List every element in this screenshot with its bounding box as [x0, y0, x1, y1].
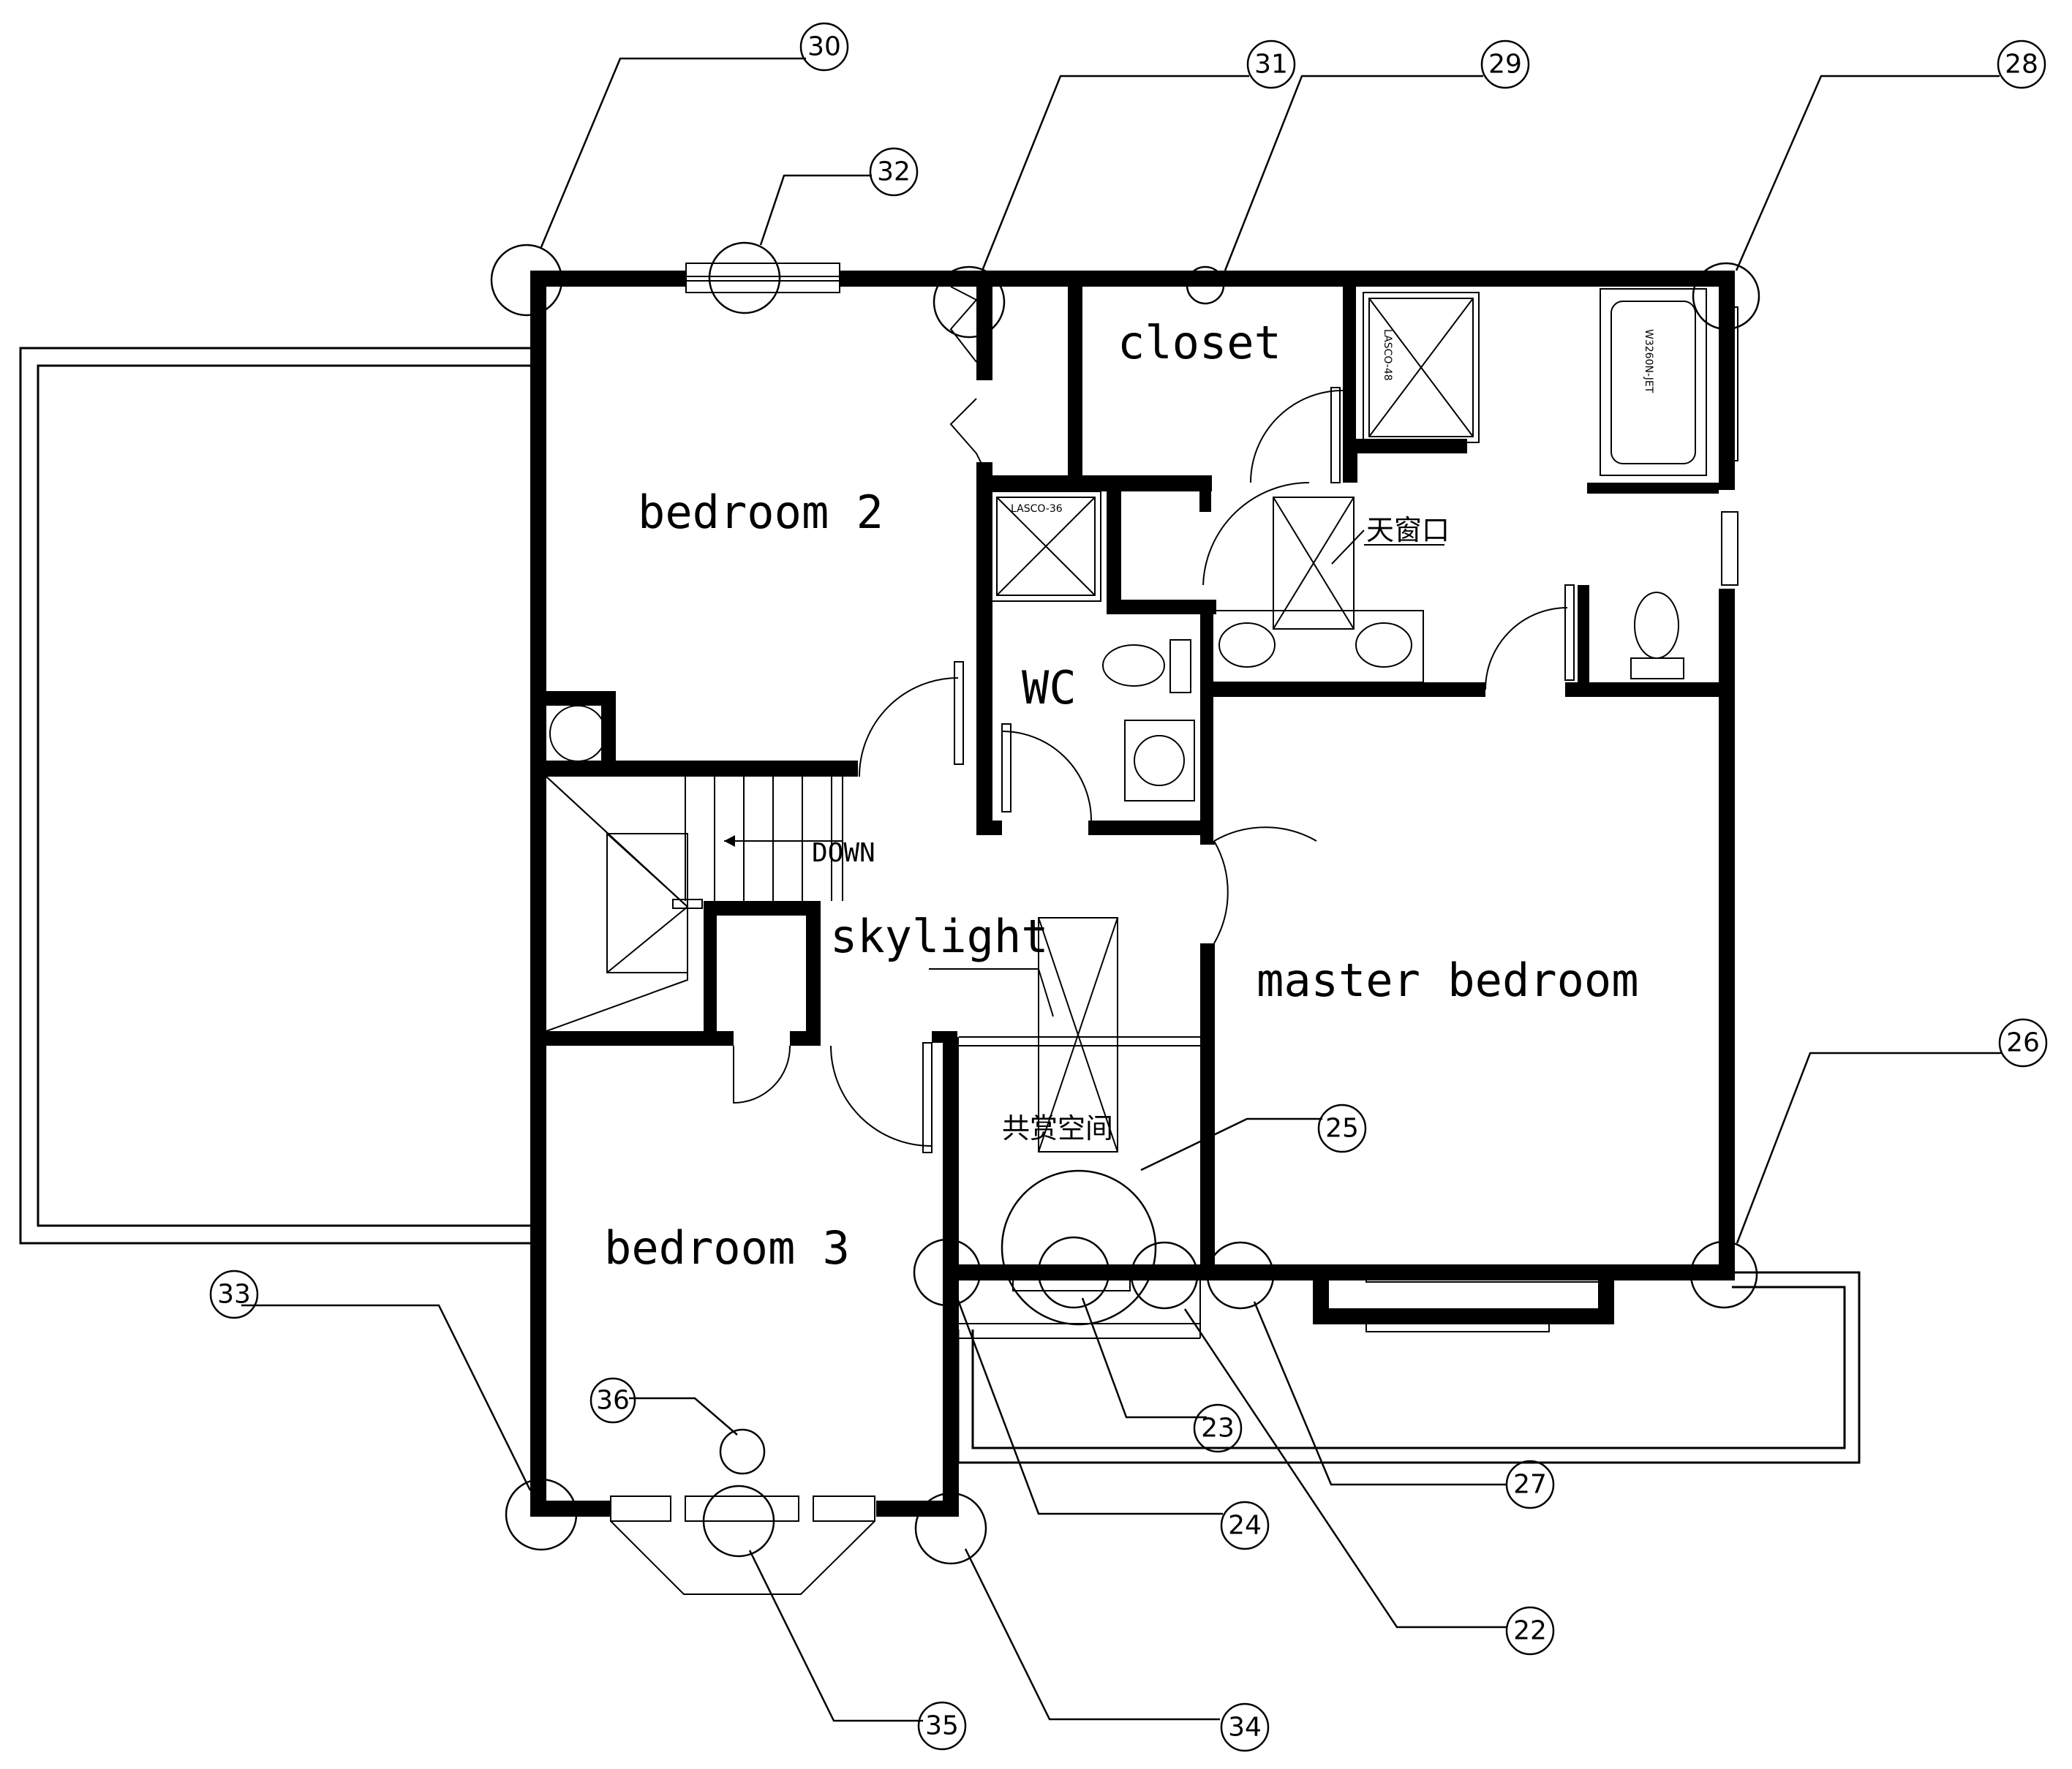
shared-space-cn-label: 共赏空间	[1002, 1112, 1113, 1144]
callout-34: 34	[1220, 1702, 1270, 1752]
bedroom-2-label: bedroom 2	[638, 486, 884, 539]
room-labels: bedroom 2 bedroom 3 master bedroom close…	[604, 316, 1639, 1275]
callout-29: 29	[1480, 39, 1530, 89]
svg-text:25: 25	[1325, 1114, 1359, 1144]
callout-bubbles: 30 32 31 29 28 25 26 23	[209, 22, 2048, 1752]
svg-text:34: 34	[1228, 1713, 1262, 1743]
bathtub-label: W3260N-JET	[1643, 329, 1654, 393]
master-shower-label: LASCO-48	[1382, 329, 1393, 381]
wc-shower-label: LASCO-36	[1011, 503, 1063, 515]
svg-text:24: 24	[1228, 1511, 1262, 1541]
closet-label: closet	[1118, 316, 1281, 369]
callout-leaders	[241, 57, 2001, 1722]
svg-text:29: 29	[1488, 50, 1522, 80]
callout-30: 30	[799, 22, 849, 72]
callout-31: 31	[1246, 39, 1296, 89]
svg-text:26: 26	[2006, 1028, 2040, 1058]
skylight-label: skylight	[830, 910, 1049, 963]
master-bedroom-label: master bedroom	[1257, 954, 1639, 1007]
callout-25: 25	[1317, 1104, 1367, 1153]
bedroom-3-label: bedroom 3	[604, 1221, 850, 1275]
chimney-circle	[549, 705, 606, 762]
svg-text:22: 22	[1513, 1616, 1547, 1646]
interior-walls	[530, 271, 1735, 1280]
callout-28: 28	[1997, 39, 2046, 89]
svg-text:30: 30	[807, 32, 841, 62]
doors	[733, 286, 1575, 1153]
callout-36: 36	[589, 1377, 636, 1424]
callout-33: 33	[209, 1270, 259, 1319]
exterior-walls	[530, 271, 1735, 1517]
callout-35: 35	[917, 1701, 967, 1751]
callout-markers	[490, 241, 1760, 1565]
svg-text:36: 36	[596, 1386, 630, 1416]
callout-32: 32	[869, 147, 919, 197]
skylight-cn-label: 天窗口	[1366, 514, 1450, 546]
callout-23: 23	[1193, 1403, 1243, 1453]
wc-label: WC	[1022, 661, 1077, 714]
svg-text:31: 31	[1254, 50, 1288, 80]
fixtures: LASCO-36 LASCO-48 W3260N-JET	[929, 288, 1707, 1339]
svg-text:35: 35	[925, 1711, 959, 1741]
staircase: DOWN	[546, 776, 875, 1032]
svg-text:28: 28	[2005, 50, 2038, 80]
svg-text:23: 23	[1201, 1414, 1235, 1444]
svg-text:32: 32	[877, 157, 911, 187]
callout-26: 26	[1998, 1018, 2048, 1068]
svg-text:33: 33	[217, 1280, 251, 1310]
stairs-down-label: DOWN	[812, 838, 875, 868]
callout-27: 27	[1505, 1460, 1555, 1509]
left-deck-outline	[19, 347, 532, 1245]
callout-22: 22	[1505, 1606, 1555, 1656]
windows	[610, 263, 1738, 1595]
svg-text:27: 27	[1513, 1470, 1547, 1500]
callout-24: 24	[1220, 1501, 1270, 1550]
